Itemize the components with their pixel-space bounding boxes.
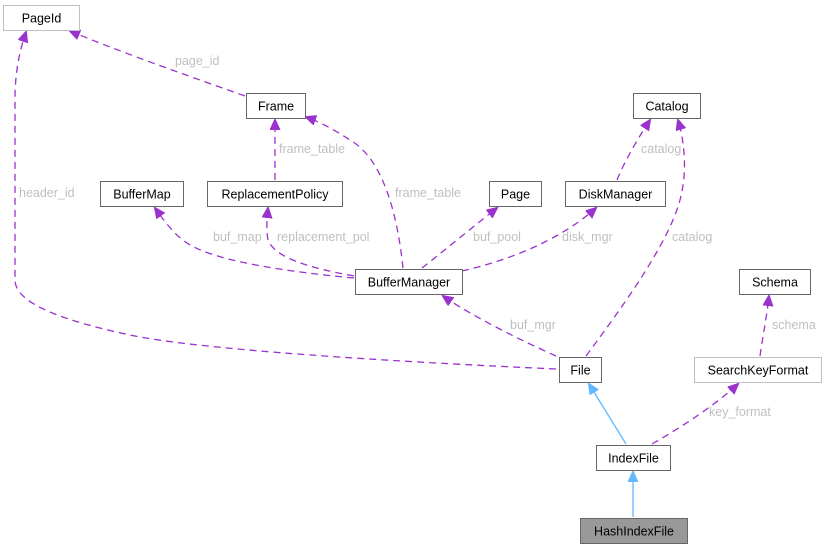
node-file[interactable]: File <box>559 357 602 383</box>
edge-searchkeyformat-schema <box>759 296 769 357</box>
node-diskmanager[interactable]: DiskManager <box>565 181 666 207</box>
node-searchkeyformat[interactable]: SearchKeyFormat <box>694 357 822 383</box>
edge-label-frame-table-rp: frame_table <box>279 142 345 156</box>
edge-indexfile-file <box>589 384 627 445</box>
node-label: PageId <box>22 12 62 26</box>
edge-file-pageid <box>14 32 557 370</box>
node-label: SearchKeyFormat <box>708 364 809 378</box>
node-label: BufferManager <box>368 276 450 290</box>
node-catalog[interactable]: Catalog <box>633 93 701 119</box>
edge-label-page-id: page_id <box>175 54 220 68</box>
node-buffermap[interactable]: BufferMap <box>100 181 184 207</box>
edge-frame-pageid <box>70 31 246 97</box>
edge-file-catalog <box>585 120 684 357</box>
edges <box>14 31 769 517</box>
node-replacementpolicy[interactable]: ReplacementPolicy <box>207 181 343 207</box>
node-label: Catalog <box>645 100 688 114</box>
node-label: BufferMap <box>113 188 170 202</box>
edge-label-frame-table-bm: frame_table <box>395 186 461 200</box>
node-label: Page <box>501 188 530 202</box>
edge-file-buffermanager <box>443 296 557 357</box>
edge-label-disk-mgr: disk_mgr <box>562 230 613 244</box>
edge-buffermanager-page <box>421 208 497 269</box>
edge-label-catalog-file: catalog <box>672 230 712 244</box>
node-label: ReplacementPolicy <box>222 188 330 202</box>
node-pageid[interactable]: PageId <box>3 5 80 31</box>
edge-diskmanager-catalog <box>616 120 650 181</box>
node-frame[interactable]: Frame <box>246 93 306 119</box>
edge-label-buf-pool: buf_pool <box>473 230 521 244</box>
edge-buffermanager-frame <box>306 117 404 269</box>
edge-buffermanager-buffermap <box>155 208 355 279</box>
edge-label-buf-map: buf_map <box>213 230 262 244</box>
edge-label-header-id: header_id <box>19 186 75 200</box>
node-label: Schema <box>752 276 798 290</box>
edge-labels: page_id frame_table frame_table catalog … <box>19 54 816 419</box>
edge-label-catalog-dm: catalog <box>641 142 681 156</box>
node-label: DiskManager <box>579 188 653 202</box>
node-hashindexfile: HashIndexFile <box>580 518 688 544</box>
edge-label-buf-mgr: buf_mgr <box>510 318 556 332</box>
node-page[interactable]: Page <box>489 181 542 207</box>
node-schema[interactable]: Schema <box>739 269 811 295</box>
node-label: IndexFile <box>608 452 659 466</box>
edge-label-key-format: key_format <box>709 405 771 419</box>
node-label: Frame <box>258 100 294 114</box>
node-label: HashIndexFile <box>594 525 674 539</box>
node-label: File <box>570 364 590 378</box>
edge-buffermanager-diskmanager <box>461 208 596 272</box>
edge-label-replacement-pol: replacement_pol <box>277 230 369 244</box>
node-indexfile[interactable]: IndexFile <box>596 445 671 471</box>
edge-label-schema: schema <box>772 318 816 332</box>
node-buffermanager[interactable]: BufferManager <box>355 269 463 295</box>
